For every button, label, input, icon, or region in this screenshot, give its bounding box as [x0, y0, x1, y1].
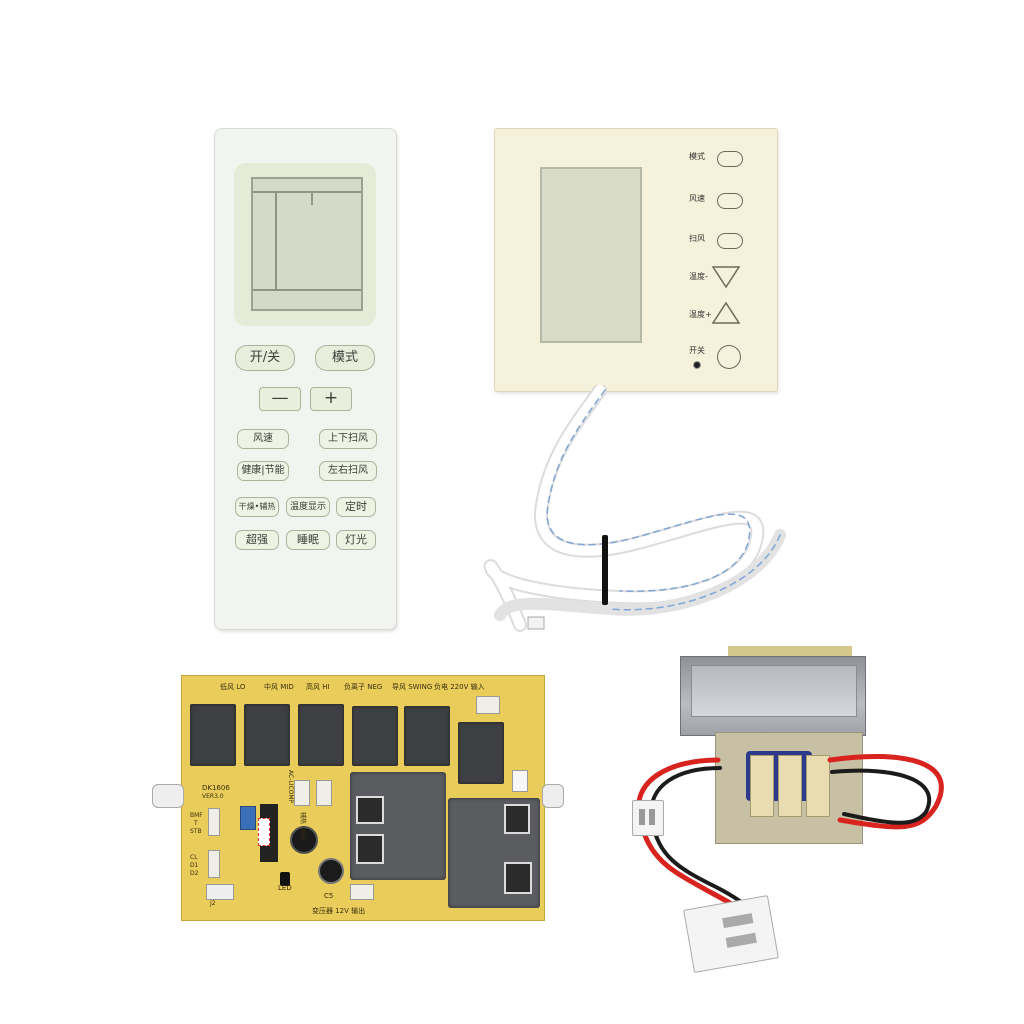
mount-tab-left	[152, 784, 184, 808]
power-button[interactable]: 开/关	[235, 345, 295, 371]
plus-button[interactable]: +	[310, 387, 352, 411]
pin-label-cl: CL	[190, 854, 198, 861]
wall-temp-down-label: 温度-	[689, 272, 708, 281]
wall-mode-label: 模式	[689, 152, 705, 161]
temp-down-triangle-icon[interactable]	[711, 265, 741, 289]
wall-swing-button[interactable]	[717, 233, 743, 249]
remote-control: 开/关 模式 — + 风速 上下扫风 健康|节能 左右扫风 干燥•辅热 温度显示…	[214, 128, 397, 630]
wall-power-label: 开关	[689, 346, 705, 355]
header-sensor	[208, 850, 220, 878]
mode-button[interactable]: 模式	[315, 345, 375, 371]
timer-button[interactable]: 定时	[336, 497, 376, 517]
remote-lcd-display	[251, 177, 363, 311]
wire-plug-small	[632, 800, 664, 836]
pin-label-d2: D2	[190, 870, 199, 877]
wall-fan-label: 风速	[689, 194, 705, 203]
temp-up-triangle-icon[interactable]	[711, 301, 741, 325]
wall-swing-label: 扫风	[689, 234, 705, 243]
fan-speed-button[interactable]: 风速	[237, 429, 289, 449]
light-button[interactable]: 灯光	[336, 530, 376, 550]
transistor	[280, 872, 290, 886]
transformer-top-plate	[728, 646, 852, 658]
chip-label-sticker	[258, 818, 270, 846]
pcb-version: VER3.0	[202, 793, 224, 800]
connector-a	[294, 780, 310, 806]
relay-3	[298, 704, 344, 766]
swing-ud-button[interactable]: 上下扫风	[319, 429, 377, 449]
relay-label-hi: 高风 HI	[306, 683, 330, 691]
pin-label-t: T	[194, 820, 198, 827]
health-eco-button[interactable]: 健康|节能	[237, 461, 289, 481]
relay-label-power: 负电 220V 输入	[434, 683, 485, 691]
heat-label: 辅热 HEAT	[299, 812, 306, 842]
wall-power-button[interactable]	[717, 345, 741, 369]
buzzer	[290, 826, 318, 854]
control-pcb: 低风 LO 中风 MID 高风 HI 负离子 NEG 导风 SWING 负电 2…	[181, 675, 545, 921]
pin-label-bmf: BMF	[190, 812, 203, 819]
j-label: J2	[210, 900, 216, 907]
pin-label-d1: D1	[190, 862, 199, 869]
compressor-relay	[350, 772, 446, 880]
mount-tab-right	[542, 784, 564, 808]
transformer-wires	[636, 753, 944, 923]
power-connector	[476, 696, 500, 714]
spade-terminal	[512, 770, 528, 792]
pin-label-stb: STB	[190, 828, 202, 835]
relay-label-lo: 低风 LO	[220, 683, 246, 691]
capacitor	[318, 858, 344, 884]
header-display	[208, 808, 220, 836]
swing-lr-button[interactable]: 左右扫风	[319, 461, 377, 481]
bottom-label: 变压器 12V 输出	[312, 907, 366, 915]
led-label: LED	[278, 884, 292, 892]
connector-b	[316, 780, 332, 806]
remote-screen-bezel	[234, 163, 376, 326]
wall-fan-button[interactable]	[717, 193, 743, 209]
ir-receiver-dot	[693, 361, 701, 369]
relay-6	[458, 722, 504, 784]
cap-label: C5	[324, 892, 334, 900]
temp-display-button[interactable]: 温度显示	[286, 497, 330, 517]
blue-trimmer	[240, 806, 256, 830]
wall-lcd-display	[540, 167, 642, 343]
center-label: AC-LICOMP	[287, 770, 294, 804]
wall-mode-button[interactable]	[717, 151, 743, 167]
wall-temp-up-label: 温度+	[689, 310, 712, 319]
connector-c	[350, 884, 374, 900]
sleep-button[interactable]: 睡眠	[286, 530, 330, 550]
relay-label-neg: 负离子 NEG	[344, 683, 383, 691]
relay-4	[352, 706, 398, 766]
relay-2	[244, 704, 290, 766]
transformer-body	[680, 656, 866, 736]
relay-1	[190, 704, 236, 766]
dry-aux-heat-button[interactable]: 干燥•辅热	[235, 497, 279, 517]
minus-button[interactable]: —	[259, 387, 301, 411]
wall-controller: 模式 风速 扫风 温度- 温度+ 开关	[494, 128, 778, 392]
turbo-button[interactable]: 超强	[235, 530, 279, 550]
relay-label-swing: 导风 SWING	[392, 683, 433, 691]
relay-5	[404, 706, 450, 766]
header-bottom	[206, 884, 234, 900]
ribbon-cable	[483, 385, 786, 632]
relay-label-mid: 中风 MID	[264, 683, 294, 691]
heater-relay	[448, 798, 540, 908]
pcb-model: DK1606	[202, 784, 230, 792]
transformer-core	[715, 732, 863, 844]
